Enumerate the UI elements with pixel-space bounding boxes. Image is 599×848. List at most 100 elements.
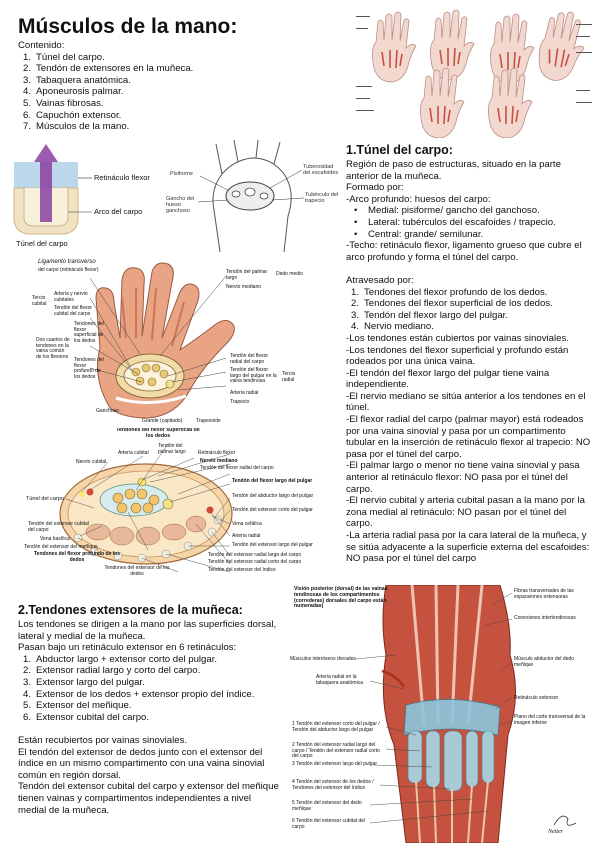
- label-cs-ext-radial-largo: Tendón del extensor radial largo del car…: [208, 552, 302, 558]
- dv-c2-number: 2: [292, 742, 295, 748]
- section-1-notes: -Los tendones están cubiertos por vainas…: [346, 333, 594, 565]
- section-1-note: -El flexor radial del carpo (palmar mayo…: [346, 414, 591, 460]
- dv-c6-number: 6: [292, 818, 295, 824]
- atravesado-item: 1. Tendones del flexor profundo de los de…: [346, 287, 594, 299]
- section-1-intro: Región de paso de estructuras, situado e…: [346, 159, 561, 182]
- label-dos-cuartos: Dos cuartos de tendones en la vaina comú…: [36, 337, 70, 360]
- carpal-tunnel-schematic: Retináculo flexor Arco del carpo Túnel d…: [8, 140, 158, 252]
- atravesado-item: 3. Tendón del flexor largo del pulgar.: [346, 310, 594, 322]
- retinaculo-item-number: 3.: [22, 676, 31, 688]
- arco-item: Medial: pisiforme/ gancho del ganchoso.: [346, 205, 594, 217]
- section-1-atravesado: Atravesado por:: [346, 274, 414, 286]
- label-dv-fibras: Fibras transversales de las expansiones …: [514, 588, 574, 600]
- label-cs-ext-cubital: Tendón del extensor cubital del carpo: [28, 521, 89, 533]
- section-2-note: Están recubiertos por vainas sinoviales.: [18, 734, 188, 746]
- section-2-list: 1.Abductor largo + extensor corto del pu…: [18, 654, 280, 724]
- dv-c5-text: Tendón del extensor del dedo meñique: [292, 800, 362, 812]
- label-tunel: Túnel del carpo: [16, 239, 68, 248]
- atravesado-item-text: Nervio mediano.: [364, 321, 434, 333]
- label-cs-tunel: Túnel del carpo: [26, 496, 64, 502]
- section-2-note: Tendón del extensor cubital del carpo y …: [18, 781, 279, 816]
- atravesado-item-number: 1.: [350, 286, 359, 298]
- section-2-intro: Los tendones se dirigen a la mano por la…: [18, 619, 277, 642]
- label-cs-extensor-corto: Tendón del extensor corto del pulgar: [232, 507, 313, 513]
- retinaculo-item-number: 6.: [22, 711, 31, 723]
- section-1-formed-by: Formado por:: [346, 182, 404, 194]
- section-1-arco: -Arco profundo: huesos del carpo:: [346, 193, 491, 205]
- dv-c4-text: Tendón del extensor de los dedos / Tendo…: [292, 779, 374, 791]
- label-arco: Arco del carpo: [94, 207, 143, 216]
- label-cs-profundo: Tendones del flexor profundo de los dedo…: [33, 551, 121, 563]
- section-1: 1.Túnel del carpo: Región de paso de est…: [346, 143, 594, 565]
- retinaculo-item: 6. Extensor cubital del carpo.: [18, 712, 280, 724]
- palm-svg: [89, 262, 235, 419]
- label-arteria-nervio: Arteria y nervio cubitales: [54, 291, 88, 303]
- label-cs-arteria-cubital: Arteria cubital: [118, 450, 149, 456]
- cross-section-illustration: Tendones del flexor superficial de los d…: [18, 428, 338, 580]
- section-2-note: El tendón del extensor de dedos junto co…: [18, 746, 265, 781]
- contents-list: 1.Túnel del carpo.2.Tendón de extensores…: [18, 52, 318, 133]
- atravesado-item-text: Tendón del flexor largo del pulgar.: [364, 309, 509, 321]
- label-dv-abductor-menique: Músculo abductor del dedo meñique: [514, 656, 575, 668]
- contents-item-text: Músculos de la mano.: [36, 121, 130, 133]
- contents-item-number: 2.: [22, 63, 31, 75]
- label-tendones-superficial: Tendones del flexor superficial de los d…: [74, 321, 104, 344]
- dv-c1-number: 1: [292, 721, 295, 727]
- label-flexor-pulgar: Tendón del flexor largo del pulgar en la…: [230, 367, 277, 385]
- retinaculo-item-text: Extensor cubital del carpo.: [36, 711, 150, 723]
- section-2-heading: 2.Tendones extensores de la muñeca:: [18, 603, 243, 617]
- label-nervio-mediano: Nervio mediano: [226, 284, 262, 290]
- retinaculo-item: 3.Extensor largo del pulgar.: [18, 677, 280, 689]
- contents-item-text: Capuchón extensor.: [36, 109, 122, 121]
- label-cs-arteria-radial: Arteria radial: [232, 533, 261, 539]
- dv-c1-text: Tendón del extensor corto del pulgar / T…: [292, 721, 380, 733]
- section-1-note: -El nervio cubital y arteria cubital pas…: [346, 495, 585, 530]
- retinaculo-item: 4.Extensor de los dedos + extensor propi…: [18, 689, 280, 701]
- contents-item: 7.Músculos de la mano.: [18, 121, 318, 133]
- label-arteria-radial: Arteria radial: [230, 390, 259, 396]
- label-cs-nervio-mediano: Nervio mediano: [200, 458, 238, 464]
- atravesado-item-number: 4.: [350, 321, 359, 333]
- section-1-note: -Los tendones del flexor superficial y p…: [346, 344, 569, 368]
- dv-c5-number: 5: [292, 800, 295, 806]
- retinaculo-item-number: 5.: [22, 700, 31, 712]
- dv-c4-number: 4: [292, 779, 295, 785]
- label-tuberosidad: Tuberosidad del escafoides: [303, 164, 339, 177]
- retinaculo-item: 5.Extensor del meñique.: [18, 700, 280, 712]
- label-trapezoide: Trapezoide: [196, 418, 221, 424]
- section-2-pass: Pasan bajo un retináculo extensor en 6 r…: [18, 642, 237, 654]
- arco-list: Medial: pisiforme/ gancho del ganchoso.L…: [346, 205, 594, 240]
- label-dv-c1: 1 Tendón del extensor corto del pulgar /…: [292, 721, 386, 733]
- label-dv-c6: 6 Tendón del extensor cubital del carpo: [292, 818, 376, 830]
- label-dedo-medio: Dedo medio: [276, 271, 303, 277]
- retinaculo-item-number: 2.: [22, 665, 31, 677]
- wrist-sketch-svg: [197, 140, 305, 253]
- cross-section-svg: [59, 443, 233, 573]
- label-tercio-radial: Tercio radial: [282, 371, 296, 383]
- contents-item: 3. Tabaquera anatómica.: [18, 75, 318, 87]
- label-dv-c2: 2 Tendón del extensor radial largo del c…: [292, 742, 386, 760]
- label-handwritten: Ligamento transverso: [38, 259, 96, 265]
- label-cs-superficial: Tendones del flexor superficial de los d…: [116, 428, 200, 439]
- contents-item: 6. Capuchón extensor.: [18, 110, 318, 122]
- atravesado-item-number: 3.: [350, 309, 359, 321]
- arco-item: Lateral: tubérculos del escafoides / tra…: [346, 217, 594, 229]
- dv-c3-number: 3: [292, 761, 295, 767]
- contents-item-text: Aponeurosis palmar.: [36, 86, 124, 98]
- atravesado-item-text: Tendones del flexor profundo de los dedo…: [364, 286, 548, 298]
- label-cs-retinaculo: Retináculo flexor: [198, 450, 236, 456]
- label-dv-c3: 3 Tendón del extensor largo del pulgar: [292, 761, 378, 768]
- hand-bones-svg: [356, 7, 592, 138]
- contents-item-number: 3.: [22, 74, 31, 86]
- contents-item-number: 6.: [22, 109, 31, 121]
- label-cs-ext-pulgar: Tendón del extensor largo del pulgar: [232, 542, 313, 548]
- label-grande: Grande (capitado): [142, 418, 183, 424]
- retinaculo-item-text: Extensor radial largo y corto del carpo.: [36, 665, 201, 677]
- contents-item: 1.Túnel del carpo.: [18, 52, 318, 64]
- label-dv-c4: 4 Tendón del extensor de los dedos / Ten…: [292, 779, 384, 791]
- small-labels: [356, 16, 592, 111]
- contents-item-text: Tabaquera anatómica.: [36, 74, 131, 86]
- label-cs-ext-radial-corto: Tendón del extensor radial corto del car…: [208, 559, 302, 565]
- contents-item-number: 4.: [22, 86, 31, 98]
- contents-item-text: Túnel del carpo.: [36, 51, 105, 63]
